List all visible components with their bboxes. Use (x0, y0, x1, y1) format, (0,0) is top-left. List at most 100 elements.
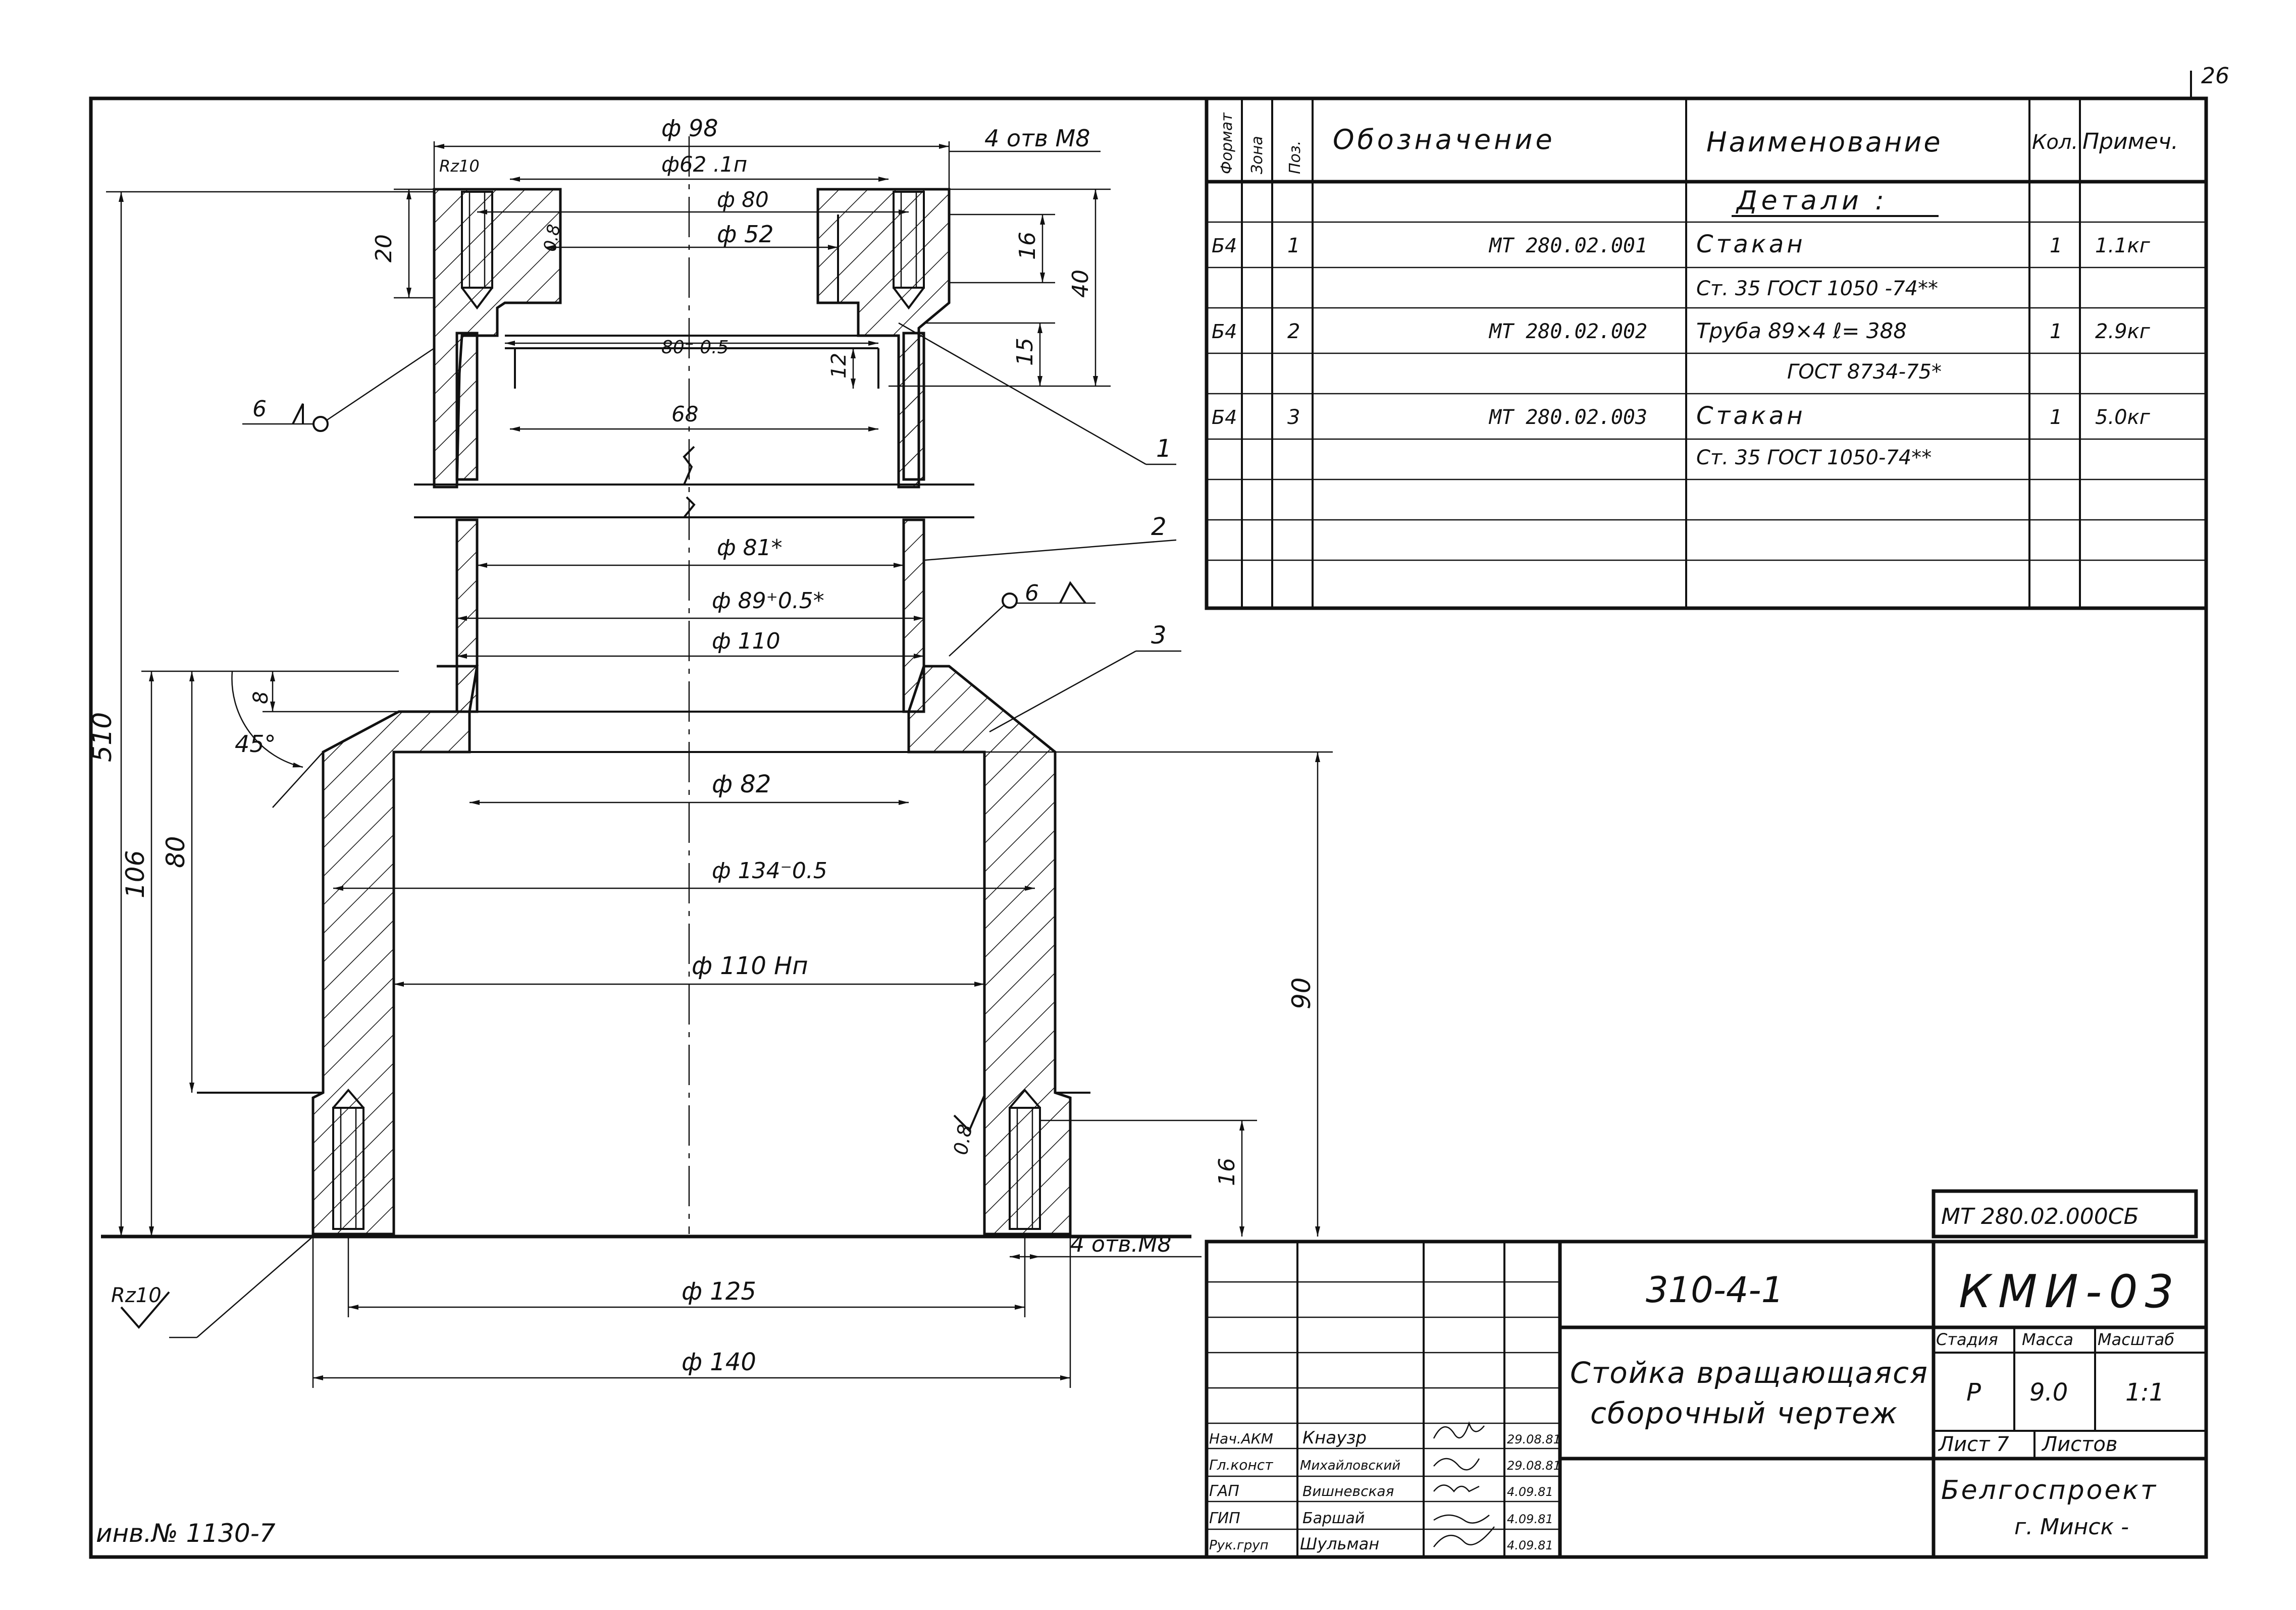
sig5-name: Шульман (1300, 1534, 1379, 1553)
dim-d110top: ф 110 (712, 628, 780, 654)
sig5-role: Рук.груп (1209, 1538, 1269, 1553)
dim-90: 90 (1287, 977, 1316, 1009)
dim-holes-top: 4 отв М8 (984, 125, 1090, 152)
row4-name: ГОСТ 8734-75* (1787, 360, 1942, 384)
row6-name: Ст. 35 ГОСТ 1050-74** (1696, 446, 1932, 469)
header-qty: Кол. (2032, 131, 2078, 154)
sig4-role: ГИП (1209, 1510, 1240, 1527)
row5-qty: 1 (2050, 406, 2062, 429)
dim-12: 12 (827, 353, 851, 379)
row5-pos: 3 (1287, 406, 1300, 429)
pos-2: 2 (1151, 513, 1167, 541)
sheet-frame (89, 96, 2208, 1559)
part2-left-wall-upper (455, 332, 479, 481)
sig4-date: 4.09.81 (1507, 1512, 1553, 1526)
row3-qty: 1 (2050, 320, 2062, 343)
dim-d82: ф 82 (712, 770, 771, 798)
section-title: Детали : (1736, 186, 1888, 216)
dimension-labels: ф 98 4 отв М8 ф62 .1п ф 80 ф 52 80⁺ 0.5 … (87, 115, 1316, 1376)
pos-1: 1 (1156, 435, 1172, 463)
row5-format: Б4 (1212, 406, 1237, 428)
r08-top: 0.8 (540, 223, 564, 253)
weld-label-2: 6 (1025, 580, 1039, 606)
sig1-name: Кнаузр (1302, 1428, 1367, 1448)
sig2-role: Гл.конст (1209, 1457, 1273, 1473)
dim-d62: ф62 .1п (661, 152, 747, 177)
project-code: КМИ-03 (1959, 1265, 2181, 1318)
sig3-name: Вишневская (1302, 1483, 1394, 1499)
row3-name: Труба 89×4 ℓ= 388 (1696, 318, 1907, 343)
dim-d140: ф 140 (682, 1348, 756, 1376)
dim-510: 510 (87, 712, 118, 762)
dim-20: 20 (371, 234, 397, 262)
specification-table: Формат Зона Поз. Обозначение Наименовани… (1205, 96, 2208, 610)
org-line2: г. Минск - (2014, 1514, 2129, 1540)
dim-d80: ф 80 (717, 187, 769, 212)
stage-value: Р (1966, 1378, 1981, 1407)
row5-name: Стакан (1696, 402, 1806, 430)
row5-note: 5.0кг (2095, 406, 2151, 429)
weld-label-1: 6 (252, 396, 267, 422)
dim-106: 106 (121, 850, 150, 898)
dim-d81: ф 81* (717, 535, 782, 561)
title-line2: сборочный чертеж (1590, 1396, 1898, 1430)
dim-45deg: 45° (235, 730, 276, 758)
header-name: Наименование (1706, 126, 1943, 158)
row1-qty: 1 (2050, 234, 2062, 257)
stage-label: Стадия (1936, 1330, 1998, 1349)
sig3-date: 4.09.81 (1507, 1485, 1553, 1499)
r08-bottom: 0.8 (950, 1122, 977, 1156)
dim-8: 8 (249, 691, 273, 704)
dim-15: 15 (1012, 338, 1038, 366)
part2-right-wall-upper (902, 332, 925, 481)
org-line1: Белгоспроект (1941, 1475, 2158, 1506)
row3-note: 2.9кг (2095, 320, 2151, 343)
sig4-name: Баршай (1302, 1510, 1365, 1527)
row1-designation: МТ 280.02.001 (1488, 234, 1647, 257)
sig1-date: 29.08.81 (1507, 1432, 1561, 1446)
row2-name: Ст. 35 ГОСТ 1050 -74** (1696, 277, 1938, 300)
sig1-role: Нач.АКМ (1209, 1430, 1273, 1447)
inventory-number: инв.№ 1130-7 (96, 1519, 276, 1548)
dim-d52: ф 52 (717, 221, 773, 248)
header-designation: Обозначение (1333, 124, 1555, 155)
row3-pos: 2 (1287, 320, 1300, 343)
mass-value: 9.0 (2029, 1378, 2068, 1407)
dim-40: 40 (1068, 270, 1093, 298)
rz10-bottom: Rz10 (111, 1284, 162, 1307)
signature-scribbles (1433, 1421, 1495, 1547)
part-drawing (101, 136, 1191, 1239)
sheet-label: Лист 7 (1938, 1433, 2009, 1456)
sheets-label: Листов (2041, 1433, 2117, 1456)
dim-d125: ф 125 (682, 1277, 756, 1306)
sig3-role: ГАП (1209, 1482, 1239, 1500)
header-pos: Поз. (1286, 141, 1304, 174)
rz10-top: Rz10 (439, 156, 480, 176)
part1-left-section (433, 188, 562, 489)
dim-d98: ф 98 (661, 115, 718, 142)
dim-d134: ф 134⁻0.5 (712, 858, 827, 884)
dimension-lines (106, 141, 1333, 1388)
header-format: Формат (1218, 112, 1236, 174)
scale-value: 1:1 (2125, 1378, 2164, 1407)
dim-16-bottom: 16 (1214, 1158, 1240, 1186)
row1-format: Б4 (1212, 235, 1237, 257)
row3-format: Б4 (1212, 320, 1237, 343)
pos-3: 3 (1151, 621, 1167, 650)
header-zone: Зона (1248, 136, 1266, 174)
row1-note: 1.1кг (2095, 234, 2151, 257)
header-note: Примеч. (2082, 129, 2178, 154)
dim-d89: ф 89⁺0.5* (712, 588, 824, 614)
sig2-date: 29.08.81 (1507, 1459, 1561, 1473)
title-line1: Стойка вращающаяся (1570, 1356, 1928, 1390)
sheet-number: 26 (2201, 63, 2229, 89)
dim-d110hn: ф 110 Нп (692, 952, 808, 980)
scale-label: Масштаб (2098, 1330, 2174, 1349)
sig5-date: 4.09.81 (1507, 1538, 1553, 1552)
row3-designation: МТ 280.02.002 (1488, 320, 1647, 343)
dim-holes-bottom: 4 отв.М8 (1070, 1231, 1171, 1257)
dim-80: 80 (161, 836, 190, 868)
series-code: 310-4-1 (1646, 1269, 1784, 1311)
row1-name: Стакан (1696, 230, 1806, 258)
